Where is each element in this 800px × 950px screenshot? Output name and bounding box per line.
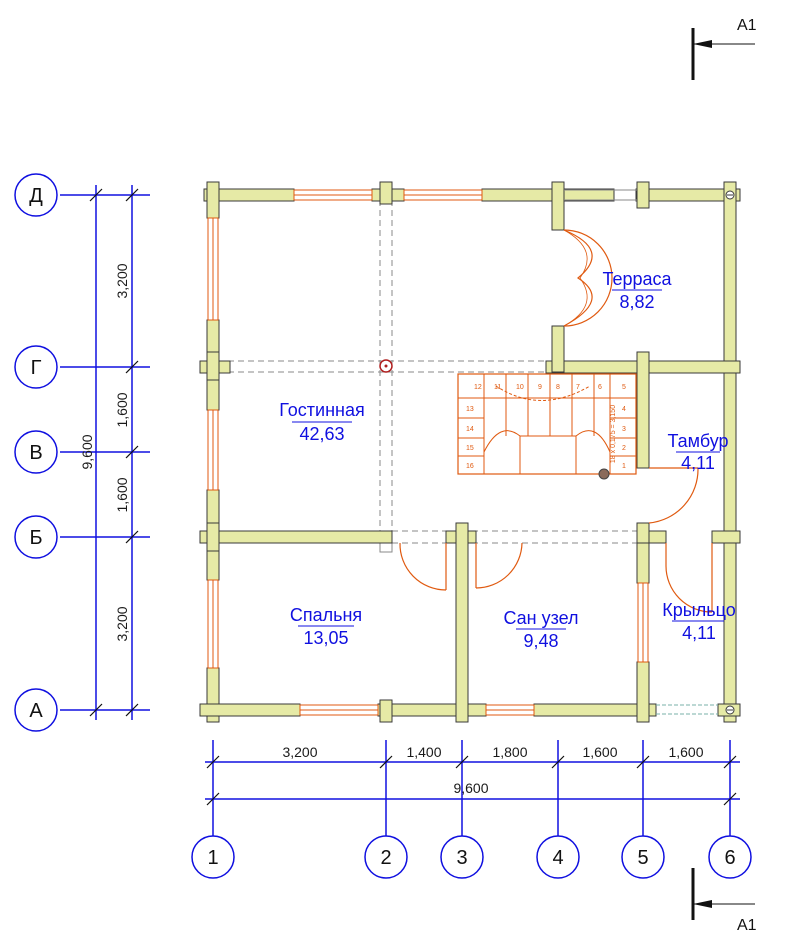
stair-start-marker (598, 468, 610, 480)
row-axis-bubbles: Д Г В Б А (14, 173, 58, 732)
stair-step-number: 15 (466, 445, 474, 452)
room-area-bathroom: 9,48 (523, 631, 558, 651)
section-mark-top: A1 (691, 17, 757, 80)
axis-label-column: 5 (637, 847, 648, 869)
stair-step-number: 10 (516, 384, 524, 391)
stair-rise-label: 18 x 0,175 = 3,150 (610, 405, 617, 463)
stair-step-number: 7 (576, 384, 580, 391)
section-label-top: A1 (737, 17, 757, 34)
axis-label-column: 2 (380, 847, 391, 869)
stair-step-number: 5 (622, 384, 626, 391)
stair-step-number: 8 (556, 384, 560, 391)
beam-crossing-marker (379, 359, 393, 373)
axis-label-row: Д (29, 185, 43, 207)
stair-step-numbers: 12 11 10 9 8 7 6 5 4 3 2 1 13 14 15 16 (466, 384, 626, 470)
axis-label-column: 3 (456, 847, 467, 869)
stair-step-number: 12 (474, 384, 482, 391)
horizontal-dimension-segment: 1,800 (492, 744, 527, 760)
stair-step-number: 14 (466, 426, 474, 433)
section-mark-bottom: A1 (691, 868, 757, 934)
room-name-bathroom: Сан узел (503, 608, 578, 628)
vertical-dimension-segment: 3,200 (114, 263, 130, 298)
axis-label-column: 6 (724, 847, 735, 869)
horizontal-dimension-segment: 3,200 (282, 744, 317, 760)
axis-label-row: В (29, 442, 42, 464)
corner-markers (725, 190, 735, 715)
vertical-dimension-segment: 1,600 (114, 477, 130, 512)
vertical-dimension-chains (60, 185, 150, 720)
axis-label-row: Г (31, 357, 42, 379)
walls (199, 181, 741, 723)
room-area-bedroom: 13,05 (303, 628, 348, 648)
beam-end (379, 542, 393, 553)
horizontal-dimension-total: 9,600 (453, 780, 488, 796)
axis-label-column: 1 (207, 847, 218, 869)
room-name-bedroom: Спальня (290, 605, 362, 625)
room-area-vestibule: 4,11 (681, 453, 715, 473)
axis-label-row: Б (29, 527, 42, 549)
staircase (457, 373, 637, 475)
vertical-dimension-total: 9,600 (79, 434, 95, 469)
room-labels: Терраса 8,82 Гостинная 42,63 Тамбур 4,11… (279, 269, 735, 651)
vertical-dimension-segment: 1,600 (114, 392, 130, 427)
horizontal-dimension-chains (205, 740, 740, 836)
stair-step-number: 6 (598, 384, 602, 391)
room-name-porch: Крыльцо (662, 600, 735, 620)
stair-step-number: 4 (622, 406, 626, 413)
doors (399, 229, 713, 613)
room-area-living: 42,63 (299, 424, 344, 444)
section-label-bottom: A1 (737, 917, 757, 934)
room-name-terrace: Терраса (602, 269, 672, 289)
horizontal-dimension-segment: 1,600 (668, 744, 703, 760)
room-area-terrace: 8,82 (619, 292, 654, 312)
horizontal-dimension-segment: 1,600 (582, 744, 617, 760)
hidden-beam-lines (228, 200, 640, 550)
column-axis-bubbles: 1 2 3 4 5 6 (191, 835, 752, 879)
stair-step-number: 1 (622, 463, 626, 470)
stair-step-number: 16 (466, 463, 474, 470)
room-name-living: Гостинная (279, 400, 365, 420)
stair-step-number: 11 (494, 384, 501, 391)
horizontal-dimension-segment: 1,400 (406, 744, 441, 760)
axis-label-row: А (29, 700, 43, 722)
stair-step-number: 13 (466, 406, 474, 413)
windows (207, 189, 649, 716)
stair-step-number: 9 (538, 384, 542, 391)
terrace-open-railing (564, 189, 718, 715)
room-area-porch: 4,11 (682, 623, 716, 643)
vertical-dimension-segment: 3,200 (114, 606, 130, 641)
stair-step-number: 2 (622, 445, 626, 452)
axis-label-column: 4 (552, 847, 563, 869)
stair-step-number: 3 (622, 426, 626, 433)
room-name-vestibule: Тамбур (667, 431, 728, 451)
